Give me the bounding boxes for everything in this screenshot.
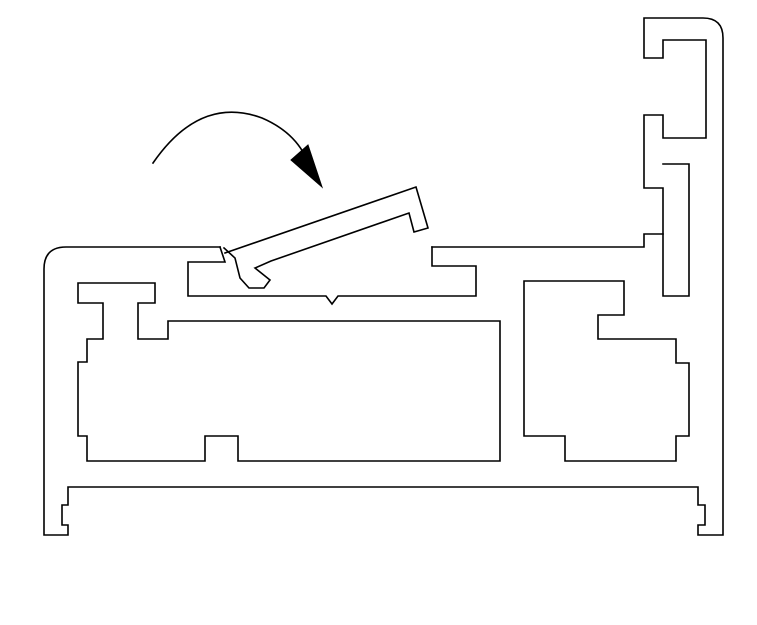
profile-outer-outline <box>43 17 724 536</box>
inner-chamber-large <box>77 282 501 462</box>
rotation-arrowhead-icon <box>290 144 324 189</box>
groove-cavity-outline <box>187 245 477 306</box>
rotation-arrow-arc <box>151 111 305 165</box>
snap-clip-outline <box>222 185 429 289</box>
inner-chamber-right <box>523 280 690 462</box>
top-flange-outline <box>431 233 664 248</box>
